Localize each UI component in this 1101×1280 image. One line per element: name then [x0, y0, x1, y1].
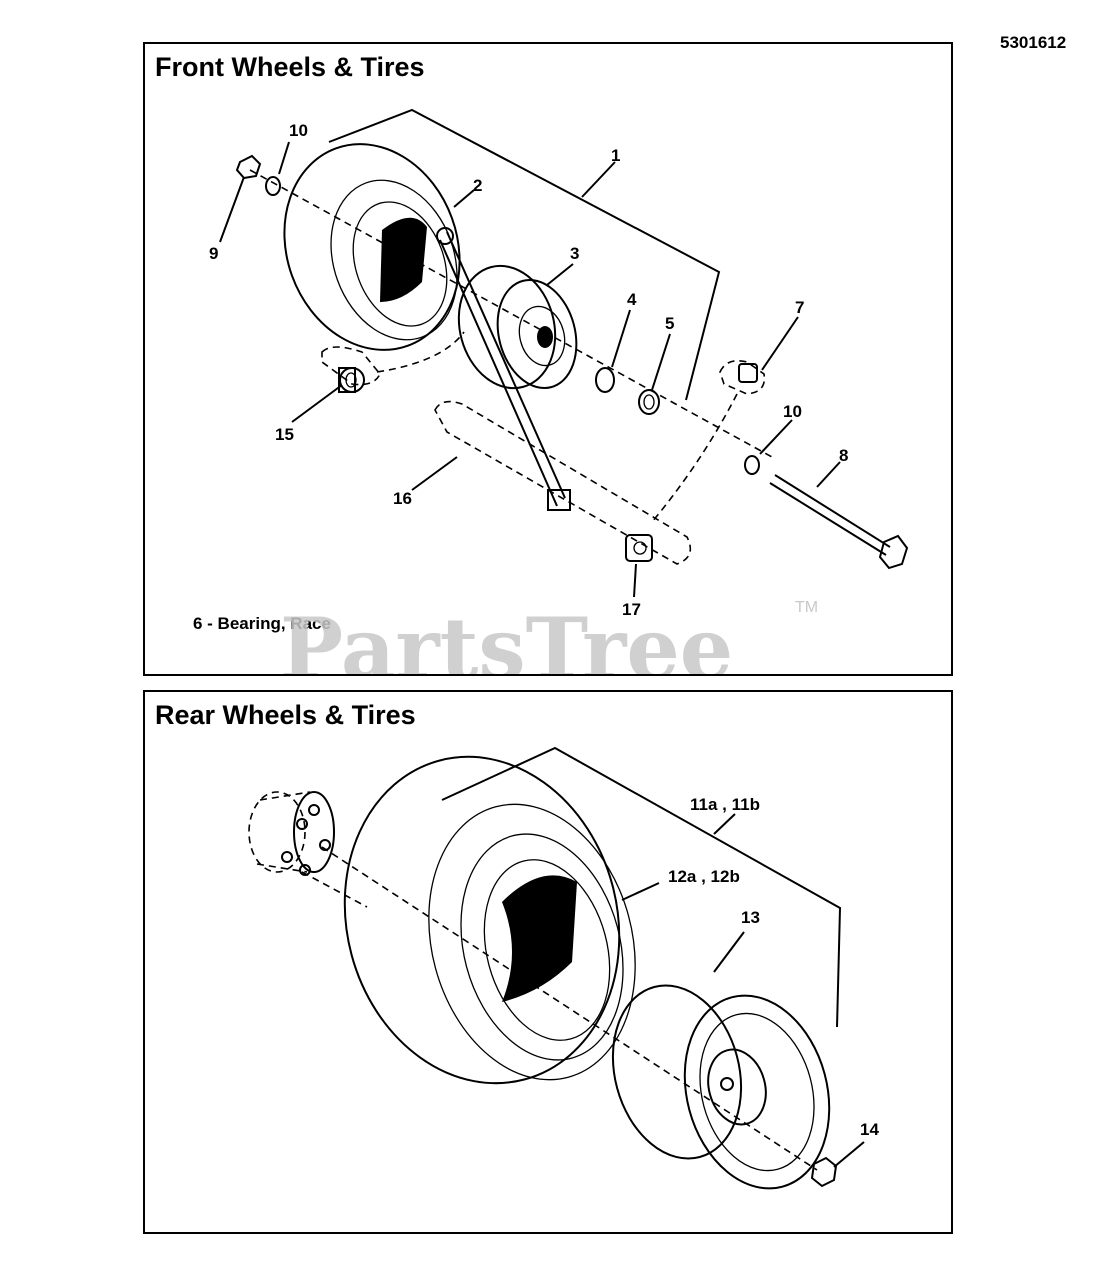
bearing-15 [338, 367, 365, 393]
document-number: 5301612 [1000, 33, 1067, 52]
axle-centerline [249, 169, 773, 458]
cap-17 [625, 534, 653, 562]
rear-rim [611, 984, 831, 1190]
front-rim [457, 264, 578, 390]
callout-9: 9 [209, 244, 218, 263]
partstree-watermark: PartsTree [280, 599, 733, 674]
washer-10-left [265, 176, 281, 196]
rear-hub [248, 791, 335, 876]
callout-1: 1 [611, 146, 620, 165]
dashed-group-16 [434, 400, 692, 565]
callout-2: 2 [473, 176, 482, 195]
callout-17: 17 [622, 600, 641, 619]
bearing-4 [595, 367, 615, 393]
rear-assembly-bracket [441, 746, 842, 1028]
rear-tire-inner-shadow [502, 875, 577, 1002]
lug-nut-14 [810, 1156, 838, 1188]
callout-14: 14 [860, 1120, 879, 1139]
spacer-tube-16 [436, 227, 571, 511]
bolt-8 [769, 474, 909, 570]
callout-16: 16 [393, 489, 412, 508]
assembly-bracket [328, 108, 721, 401]
race-5 [638, 389, 660, 415]
front-wheels-diagram: 1 2 3 4 5 7 8 9 10 10 15 16 17 6 - Beari… [193, 108, 909, 674]
front-panel-title: Front Wheels & Tires [155, 52, 425, 82]
rear-wheels-panel: Rear Wheels & Tires [143, 690, 953, 1234]
callout-11: 11a , 11b [690, 795, 760, 814]
front-tire [283, 143, 461, 351]
front-wheels-panel: Front Wheels & Tires [143, 42, 953, 676]
callout-7: 7 [795, 298, 804, 317]
callout-13: 13 [741, 908, 760, 927]
callout-5: 5 [665, 314, 674, 333]
rear-tire [343, 755, 636, 1085]
rear-wheels-diagram: 11a , 11b 12a , 12b 13 14 [248, 746, 879, 1190]
callout-10-top: 10 [289, 121, 308, 140]
grease-fitting-7 [738, 363, 758, 383]
rear-panel-title: Rear Wheels & Tires [155, 700, 416, 730]
callout-3: 3 [570, 244, 579, 263]
washer-10-right [744, 455, 760, 475]
locknut-9 [235, 154, 262, 180]
callout-15: 15 [275, 425, 294, 444]
tire-inner-shadow [380, 217, 427, 302]
callout-12: 12a , 12b [668, 867, 740, 886]
watermark-tm: TM [795, 599, 818, 616]
callout-10-right: 10 [783, 402, 802, 421]
callout-4: 4 [627, 290, 637, 309]
callout-8: 8 [839, 446, 848, 465]
dashed-group-15 [321, 346, 381, 386]
bearing-race-note: 6 - Bearing, Race [193, 614, 331, 633]
